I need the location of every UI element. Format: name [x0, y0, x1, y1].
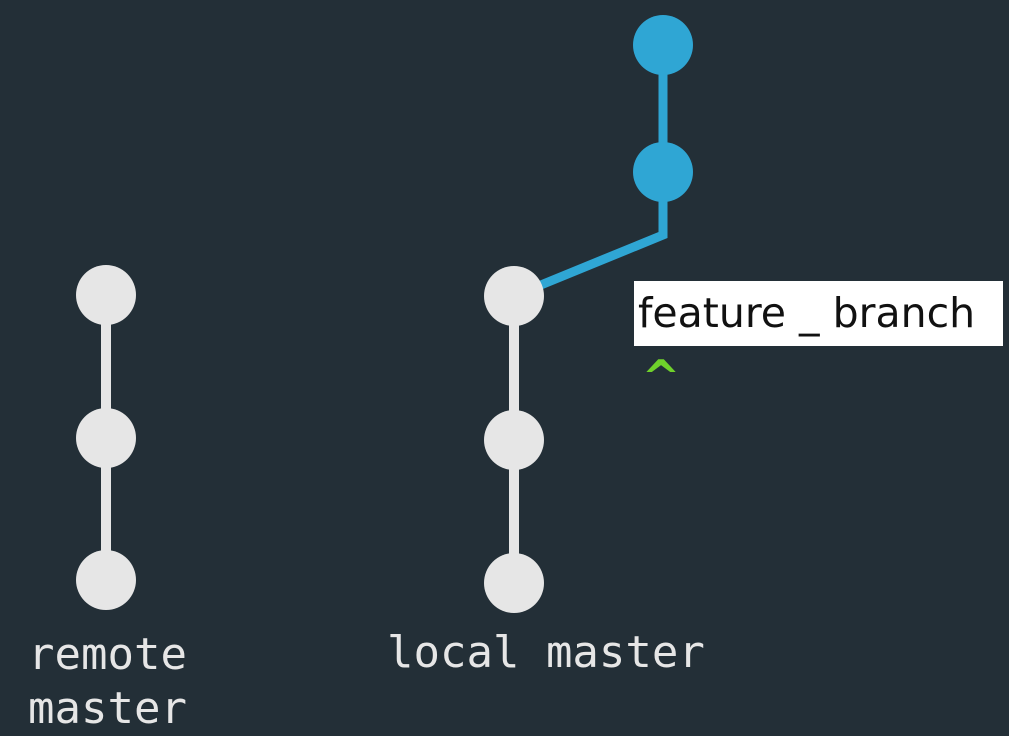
remote-commit-3	[76, 550, 136, 610]
feature-branch-line	[512, 45, 668, 301]
local-commit-3	[484, 553, 544, 613]
remote-commit-2	[76, 408, 136, 468]
feature-commit-1	[633, 142, 693, 202]
feature-commit-2	[633, 15, 693, 75]
remote-master-label: remote master	[28, 629, 187, 734]
remote-master-branch	[76, 265, 136, 610]
feature-branch-label: feature _ branch	[634, 281, 1003, 346]
local-commit-2	[484, 410, 544, 470]
feature-branch	[512, 15, 693, 301]
local-master-label: local master	[387, 627, 705, 678]
local-master-branch	[484, 266, 544, 613]
local-commit-1	[484, 266, 544, 326]
remote-commit-1	[76, 265, 136, 325]
insertion-caret: ^	[641, 350, 681, 404]
